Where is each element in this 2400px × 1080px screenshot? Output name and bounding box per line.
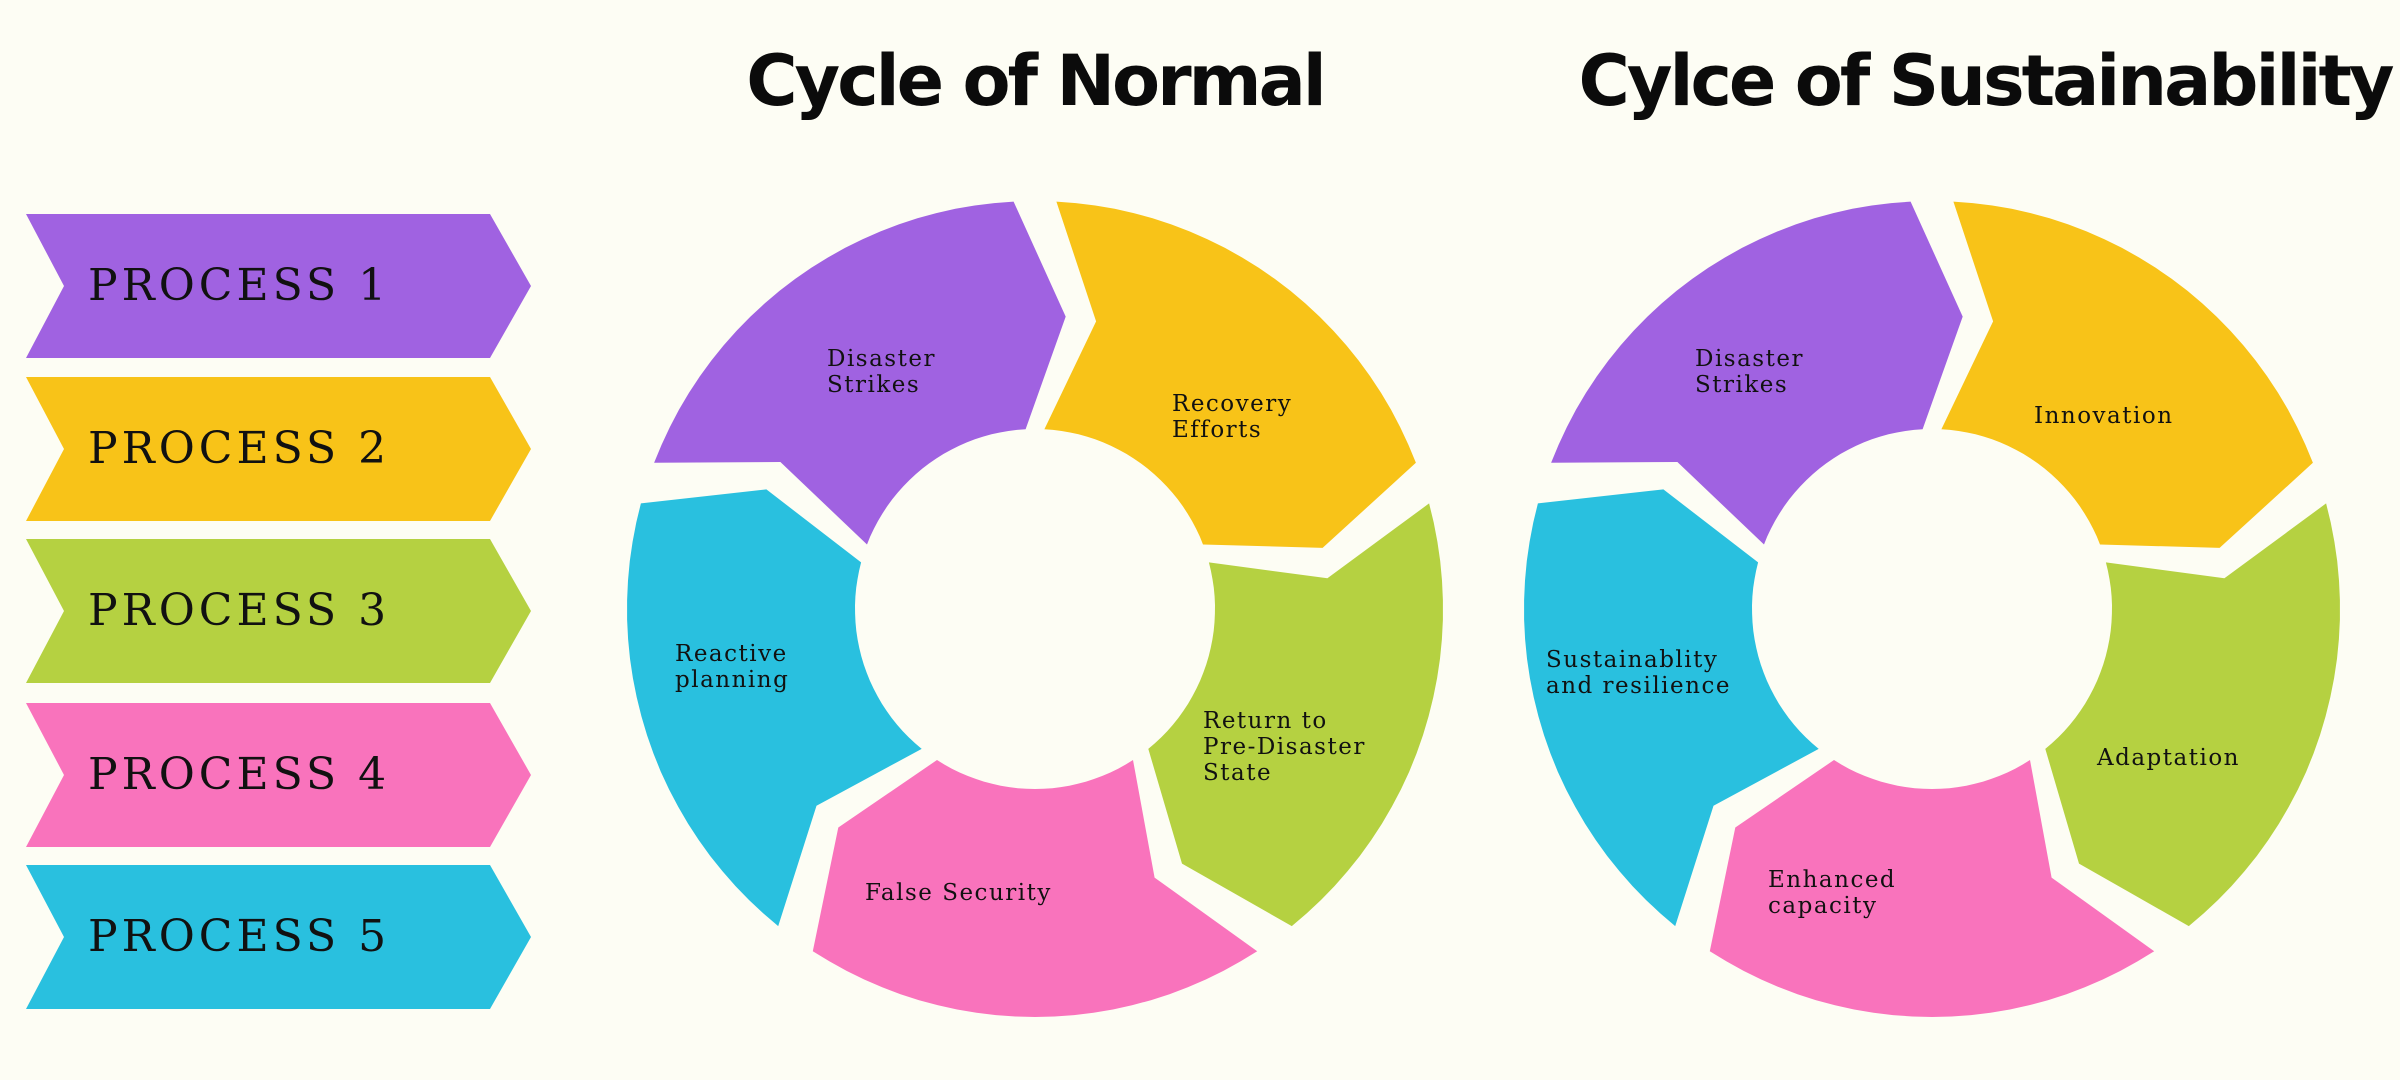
process-2-arrow: PROCESS 2 bbox=[26, 377, 531, 521]
process-1-shape bbox=[26, 214, 531, 358]
process-5-arrow: PROCESS 5 bbox=[26, 865, 531, 1009]
cycle-of-normal-title: Cycle of Normal bbox=[746, 40, 1327, 122]
process-1-label: PROCESS 1 bbox=[88, 260, 391, 311]
process-1-arrow: PROCESS 1 bbox=[26, 214, 531, 358]
process-5-shape bbox=[26, 865, 531, 1009]
sust-enhanced-capacity-label: Enhanced capacity bbox=[1768, 867, 1897, 919]
sust-adaptation-label: Adaptation bbox=[2097, 745, 2240, 771]
sust-disaster-strikes-label: Disaster Strikes bbox=[1695, 346, 1804, 398]
cycle-of-sustainability-ring bbox=[1524, 201, 2340, 1017]
process-4-label: PROCESS 4 bbox=[88, 749, 391, 800]
sustainability-segment-3 bbox=[2045, 503, 2340, 927]
normal-segment-5 bbox=[627, 489, 922, 927]
sustainability-segment-1 bbox=[1551, 201, 1963, 545]
process-3-label: PROCESS 3 bbox=[88, 585, 391, 636]
process-4-shape bbox=[26, 703, 531, 847]
process-5-label: PROCESS 5 bbox=[88, 911, 391, 962]
cycle-of-normal-ring bbox=[627, 201, 1443, 1017]
normal-reactive-planning-label: Reactive planning bbox=[675, 641, 790, 693]
sust-innovation-label: Innovation bbox=[2034, 403, 2174, 429]
normal-recovery-efforts-label: Recovery Efforts bbox=[1172, 391, 1293, 443]
normal-disaster-strikes-label: Disaster Strikes bbox=[827, 346, 936, 398]
normal-segment-1 bbox=[654, 201, 1066, 545]
sustainability-segment-5 bbox=[1524, 489, 1819, 927]
process-3-arrow: PROCESS 3 bbox=[26, 539, 531, 683]
normal-return-label: Return to Pre-Disaster State bbox=[1203, 708, 1366, 786]
normal-false-security-label: False Security bbox=[865, 880, 1052, 906]
cycle-of-sustainability-title: Cylce of Sustainability bbox=[1578, 40, 2394, 122]
process-3-shape bbox=[26, 539, 531, 683]
process-2-shape bbox=[26, 377, 531, 521]
sust-resilience-label: Sustainablity and resilience bbox=[1546, 647, 1731, 699]
normal-segment-3 bbox=[1148, 503, 1443, 927]
process-2-label: PROCESS 2 bbox=[88, 423, 391, 474]
sustainability-segment-4 bbox=[1709, 760, 2155, 1017]
normal-segment-4 bbox=[812, 760, 1258, 1017]
normal-segment-2 bbox=[1044, 201, 1416, 548]
process-4-arrow: PROCESS 4 bbox=[26, 703, 531, 847]
sustainability-segment-2 bbox=[1941, 201, 2313, 548]
